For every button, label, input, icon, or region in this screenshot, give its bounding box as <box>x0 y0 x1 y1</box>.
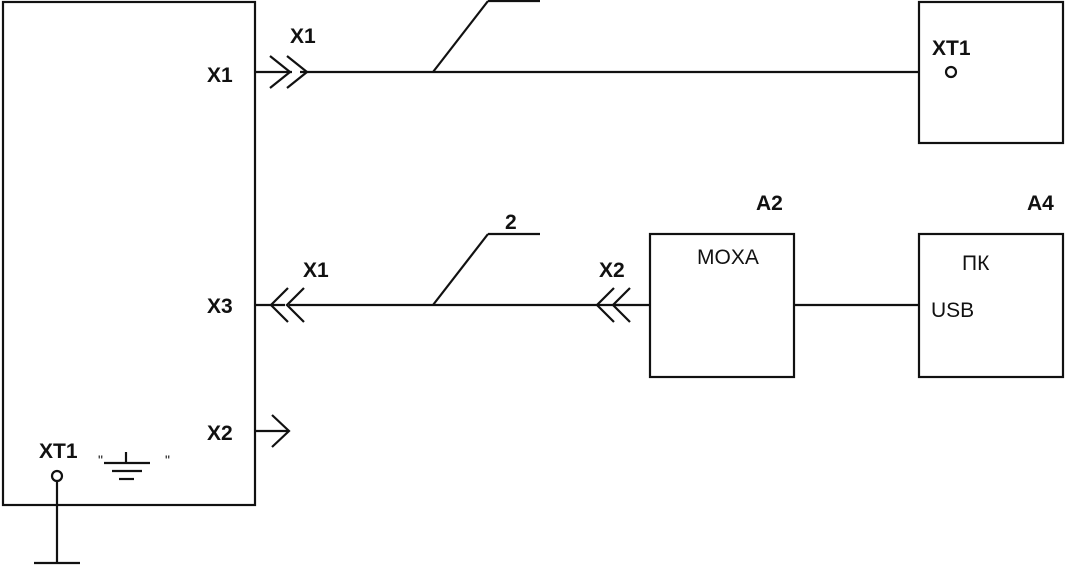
arrow-x2-icon <box>271 414 291 448</box>
main-block <box>1 0 257 507</box>
block-a4 <box>917 232 1065 379</box>
ground-quote-left: " <box>98 452 103 468</box>
block-a4-designator: A4 <box>1027 192 1054 215</box>
cable-top-leader <box>432 0 489 73</box>
connector-x2-mid-icon <box>595 287 615 323</box>
cable-mid-right-connector-label: X2 <box>599 259 625 282</box>
cable-mid <box>255 232 650 323</box>
cable-mid-leader <box>432 233 489 306</box>
port-x2-arrow <box>255 414 291 448</box>
cable-mid-number: 2 <box>505 211 517 234</box>
connector-x1-top-icon <box>269 55 292 89</box>
ground-terminal-icon <box>50 469 64 483</box>
ground-symbol-icon <box>104 452 150 481</box>
block-a4-port-label: USB <box>931 299 974 322</box>
ground-terminal-label: XT1 <box>39 440 78 463</box>
block-a2-designator: A2 <box>756 192 783 215</box>
cable-top <box>255 0 946 89</box>
block-a2-name: MOXA <box>697 246 759 269</box>
connector-x1-mid-icon <box>269 287 289 323</box>
port-x1-label: X1 <box>207 64 233 87</box>
block-a4-name: ПК <box>962 252 990 275</box>
port-x3-label: X3 <box>207 295 233 318</box>
block-a2 <box>648 232 796 379</box>
port-x2-label: X2 <box>207 422 233 445</box>
ground-quote-right: " <box>165 452 170 468</box>
cable-mid-left-connector-label: X1 <box>303 259 329 282</box>
terminal-xt1-top-icon <box>944 65 958 79</box>
cable-top-connector-label: X1 <box>290 25 316 48</box>
top-right-block <box>917 0 1065 145</box>
top-right-terminal-label: XT1 <box>932 37 971 60</box>
